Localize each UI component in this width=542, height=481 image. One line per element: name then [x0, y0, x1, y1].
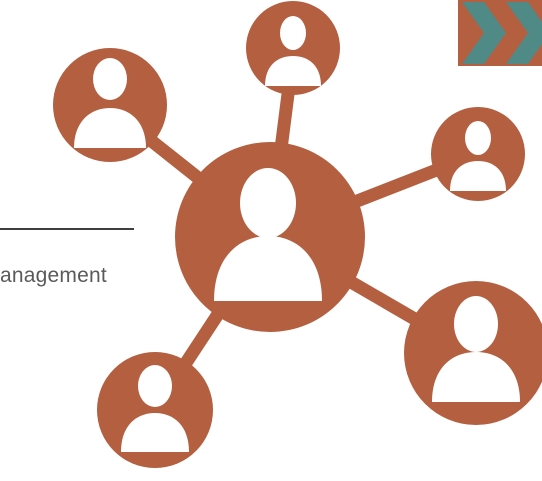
chevron-left-shape: [462, 2, 506, 64]
node-center: [175, 142, 365, 332]
person-icon: [121, 365, 189, 452]
node-top-left: [53, 48, 167, 162]
node-bottom-right: [404, 281, 542, 425]
node-bottom-left: [97, 352, 213, 468]
node-top: [246, 1, 340, 95]
person-icon: [450, 121, 506, 191]
partial-label: anagement: [0, 264, 107, 287]
person-icon: [214, 168, 322, 301]
divider-line: [0, 228, 134, 230]
person-icon: [74, 58, 146, 148]
node-right: [431, 107, 525, 201]
person-icon: [265, 16, 321, 86]
person-icon: [432, 296, 520, 402]
double-chevron-right-icon: [458, 0, 542, 66]
chevron-right-shape: [506, 2, 542, 64]
